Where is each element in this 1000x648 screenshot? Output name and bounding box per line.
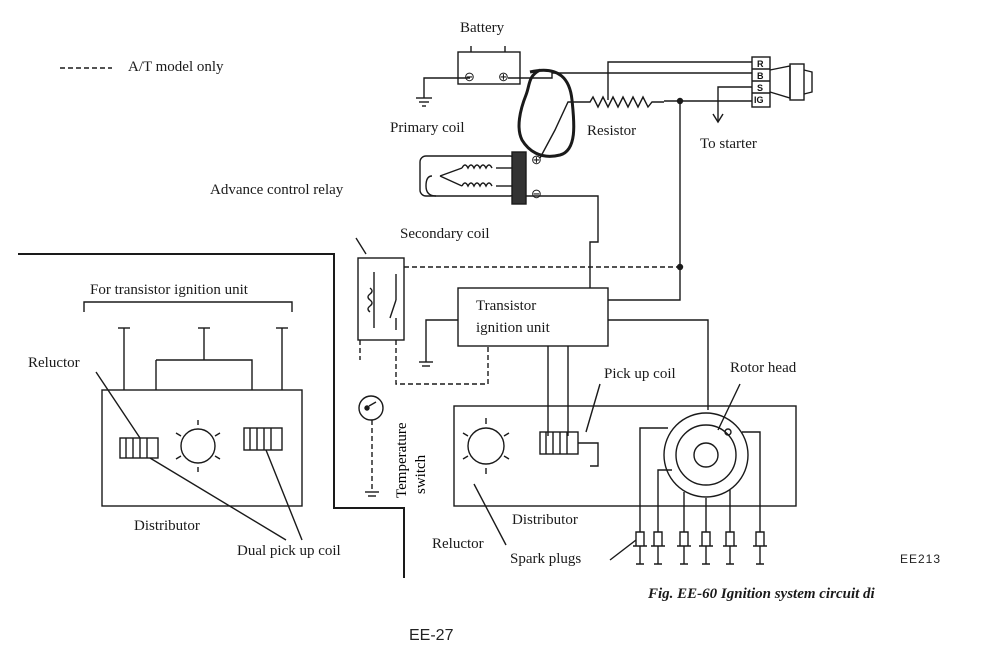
inset-panel-border bbox=[18, 253, 405, 578]
hand-drawn-highlight bbox=[517, 68, 576, 158]
battery-ground-wire bbox=[423, 77, 470, 98]
advance-control-relay-label: Advance control relay bbox=[210, 182, 344, 198]
battery-symbol bbox=[457, 51, 521, 85]
battery-negative-terminal: ⊖ bbox=[464, 69, 475, 84]
starter-wire bbox=[717, 86, 752, 122]
resistor-symbol bbox=[582, 95, 664, 109]
battery-positive-terminal: ⊕ bbox=[498, 69, 509, 84]
switch-terminal-s: S bbox=[757, 83, 764, 93]
primary-coil-winding bbox=[461, 164, 493, 170]
pick-up-coil-label: Pick up coil bbox=[604, 366, 676, 382]
spark-plug-row bbox=[633, 531, 767, 565]
ignition-coil bbox=[419, 155, 517, 197]
distributor-left-housing bbox=[101, 389, 303, 507]
battery-positive-wire bbox=[508, 72, 752, 79]
legend-label: A/T model only bbox=[128, 59, 224, 75]
distributor-right-housing bbox=[453, 405, 797, 507]
distributor-right-label: Distributor bbox=[512, 512, 578, 528]
secondary-coil-label: Secondary coil bbox=[400, 226, 490, 242]
page-number: EE-27 bbox=[409, 627, 454, 644]
reluctor-right-label: Reluctor bbox=[432, 536, 484, 552]
transistor-ignition-unit bbox=[457, 287, 609, 347]
figure-code: EE213 bbox=[900, 552, 942, 566]
pick-up-coil-right bbox=[539, 431, 579, 455]
ignition-switch bbox=[751, 56, 771, 108]
battery-label: Battery bbox=[460, 20, 505, 36]
to-starter-label: To starter bbox=[700, 136, 757, 152]
temperature-switch bbox=[358, 395, 384, 421]
secondary-coil-winding bbox=[461, 182, 493, 188]
dual-pick-up-coil-label: Dual pick up coil bbox=[237, 543, 341, 559]
switch-terminal-b: B bbox=[757, 71, 764, 81]
resistor-label: Resistor bbox=[587, 123, 637, 139]
rotor-head bbox=[663, 383, 749, 498]
coil-negative-terminal: ⊖ bbox=[531, 186, 542, 201]
figure-caption: Fig. EE-60 Ignition system circuit di bbox=[648, 586, 875, 602]
dual-pick-up-coil-left-b bbox=[243, 427, 283, 451]
transistor-unit-label-line1: Transistor bbox=[476, 298, 537, 314]
reluctor-left bbox=[175, 420, 221, 472]
primary-coil-label: Primary coil bbox=[390, 120, 465, 136]
reluctor-left-label: Reluctor bbox=[28, 355, 80, 371]
temperature-switch-label-line1: Temperature bbox=[394, 422, 410, 498]
spark-plugs-label: Spark plugs bbox=[510, 551, 582, 567]
advance-control-relay bbox=[357, 257, 405, 341]
distributor-left-label: Distributor bbox=[134, 518, 200, 534]
reluctor-right bbox=[462, 418, 510, 474]
switch-terminal-r: R bbox=[757, 59, 764, 69]
dual-pick-up-coil-left-a bbox=[119, 437, 159, 459]
transistor-unit-label-line2: ignition unit bbox=[476, 320, 550, 336]
for-transistor-unit-label: For transistor ignition unit bbox=[90, 282, 248, 298]
ignition-key-icon bbox=[769, 65, 791, 99]
coil-positive-terminal: ⊕ bbox=[531, 152, 542, 167]
temperature-switch-label-line2: switch bbox=[413, 454, 429, 494]
switch-terminal-ig: IG bbox=[754, 95, 764, 105]
rotor-head-label: Rotor head bbox=[730, 360, 797, 376]
